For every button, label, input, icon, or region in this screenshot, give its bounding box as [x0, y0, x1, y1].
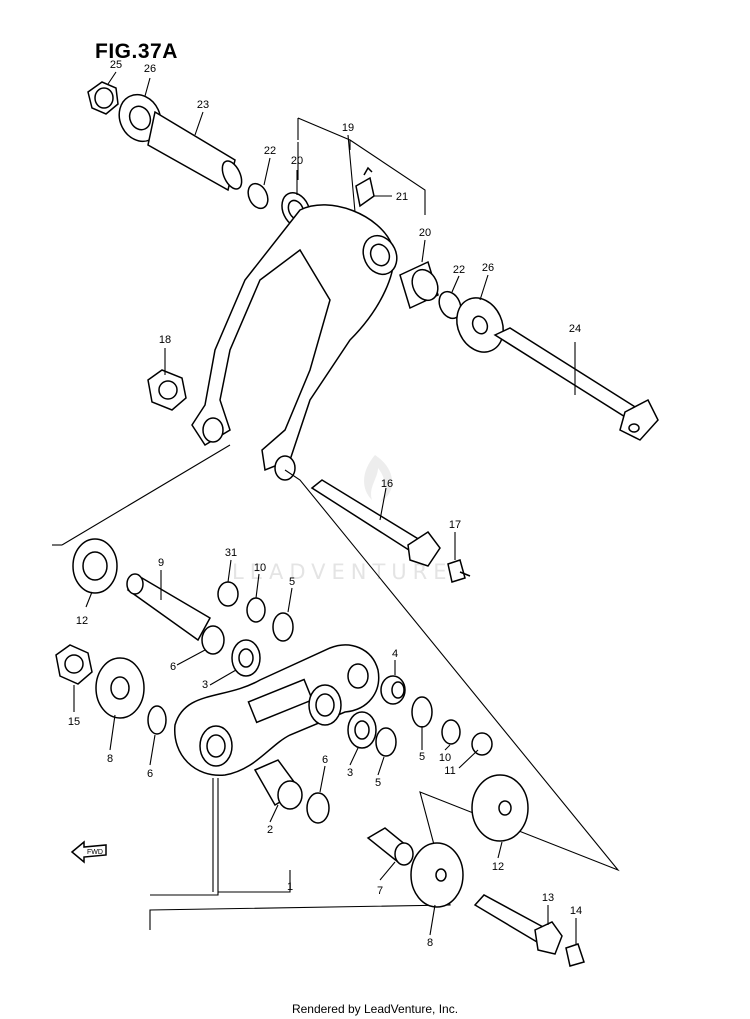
part-rocker-arm — [191, 204, 398, 481]
callout-22b: 22 — [453, 264, 465, 276]
leader-bracket-19 — [297, 117, 426, 215]
part-seal-10b — [441, 719, 461, 745]
callout-24: 24 — [569, 323, 581, 335]
part-washer-12a — [72, 538, 118, 594]
callout-3: 3 — [202, 679, 208, 691]
callout-8b: 8 — [427, 937, 433, 949]
callout-31: 31 — [225, 547, 237, 559]
callout-12b: 12 — [492, 861, 504, 873]
callout-17: 17 — [449, 519, 461, 531]
callout-26: 26 — [144, 63, 156, 75]
callout-16: 16 — [381, 478, 393, 490]
callout-20b: 20 — [419, 227, 431, 239]
part-cap-4 — [380, 675, 406, 705]
fwd-label: FWD — [87, 849, 103, 856]
part-seal-22b — [438, 290, 462, 320]
callout-22: 22 — [264, 145, 276, 157]
part-ring-6a — [201, 625, 225, 655]
part-bearing-20b — [399, 260, 439, 310]
callout-15: 15 — [68, 716, 80, 728]
part-grease-nipple-14 — [565, 943, 585, 967]
callout-3b: 3 — [347, 767, 353, 779]
part-bushing-2 — [253, 759, 303, 810]
callout-9: 9 — [158, 557, 164, 569]
callout-5b: 5 — [419, 751, 425, 763]
part-cap-11 — [471, 732, 493, 756]
callout-11: 11 — [444, 765, 455, 777]
part-grease-nipple-17 — [447, 559, 471, 583]
part-sleeve-23 — [147, 110, 243, 192]
part-bolt-24 — [493, 327, 659, 441]
callout-5: 5 — [289, 576, 295, 588]
part-bearing-3b — [347, 711, 377, 749]
callout-26b: 26 — [482, 262, 494, 274]
callout-13: 13 — [542, 892, 554, 904]
callout-6: 6 — [170, 661, 176, 673]
forward-arrow-icon: FWD — [70, 840, 107, 864]
part-ring-6b — [147, 705, 167, 735]
callout-14: 14 — [570, 905, 582, 917]
figure-title: FIG.37A — [95, 40, 178, 63]
part-seal-22a — [247, 182, 269, 210]
callout-4: 4 — [392, 648, 398, 660]
part-nut-15 — [55, 644, 93, 685]
part-nut-18 — [147, 369, 187, 411]
part-pin-9 — [126, 573, 212, 642]
part-seal-10a — [246, 597, 266, 623]
leader-lines — [73, 71, 577, 945]
part-bolt-13 — [473, 894, 563, 955]
callout-12: 12 — [76, 615, 88, 627]
callout-10b: 10 — [439, 752, 451, 764]
part-washer-12b — [471, 774, 529, 842]
part-nut-25 — [87, 81, 119, 115]
part-bolt-16 — [310, 479, 441, 567]
callout-labels: 25 26 23 22 20 19 21 20 22 26 24 18 16 1… — [68, 59, 582, 949]
part-oring-5b — [411, 696, 433, 728]
callout-7: 7 — [377, 885, 383, 897]
callout-21: 21 — [396, 191, 408, 203]
part-ring-6c — [375, 727, 397, 757]
callout-2: 2 — [267, 824, 273, 836]
part-cap-31 — [217, 581, 239, 607]
watermark: LEADVENTURE — [232, 560, 453, 584]
footer-credit: Rendered by LeadVenture, Inc. — [291, 1002, 459, 1016]
callout-23: 23 — [197, 99, 209, 111]
part-bearing-3a — [231, 639, 261, 677]
part-link-1 — [174, 644, 380, 776]
callout-18: 18 — [159, 334, 171, 346]
callout-8: 8 — [107, 753, 113, 765]
part-washer-8b — [410, 842, 464, 908]
assembly-outline — [61, 444, 620, 930]
part-washer-26b — [456, 297, 504, 353]
part-bushing-7 — [366, 827, 414, 866]
callout-10: 10 — [254, 562, 266, 574]
part-grease-nipple-21 — [355, 166, 375, 208]
part-washer-8a — [95, 657, 145, 719]
callout-25: 25 — [110, 59, 122, 71]
callout-6b: 6 — [147, 768, 153, 780]
callout-20: 20 — [291, 155, 303, 167]
callout-19: 19 — [342, 122, 354, 134]
callout-1: 1 — [287, 881, 293, 893]
callout-5c: 5 — [375, 777, 381, 789]
callout-6c: 6 — [322, 754, 328, 766]
part-ring-6d — [306, 792, 330, 824]
part-oring-5a — [272, 612, 294, 642]
